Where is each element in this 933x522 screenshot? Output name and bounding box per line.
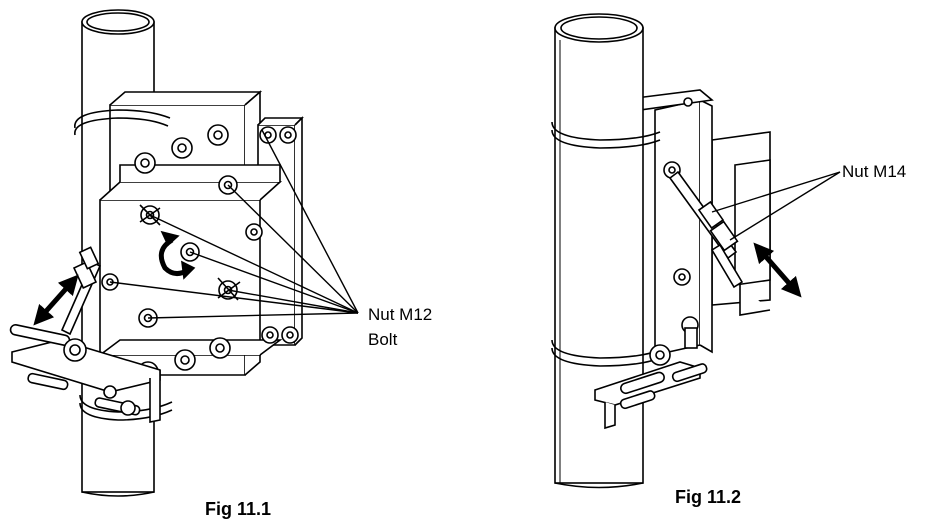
caption-fig-11-2: Fig 11.2 — [675, 487, 741, 507]
mount-side-plate — [257, 116, 304, 346]
u-bolt-bottom — [551, 339, 661, 367]
bottom-bracket — [9, 324, 161, 423]
adjust-arrow-icon — [753, 242, 802, 298]
rotation-arrow-icon — [158, 230, 196, 280]
leader-lines — [711, 171, 841, 241]
adjustment-strut — [668, 170, 744, 289]
caption-fig-11-1: Fig 11.1 — [205, 499, 271, 519]
u-bolt-top — [551, 121, 661, 149]
figure-11-2 — [551, 13, 841, 489]
bottom-bracket — [594, 316, 708, 430]
label-nut-m14: Nut M14 — [842, 162, 906, 181]
nut-row-top — [134, 124, 297, 174]
pole — [554, 13, 644, 489]
leader-lines — [109, 129, 359, 319]
plate-nuts — [663, 161, 691, 286]
u-bolt-top — [74, 109, 171, 136]
adjust-arrow-icon — [33, 274, 79, 326]
label-nut-m12: Nut M12 — [368, 305, 432, 324]
label-bolt: Bolt — [368, 330, 398, 349]
figure-11-1 — [9, 9, 359, 497]
